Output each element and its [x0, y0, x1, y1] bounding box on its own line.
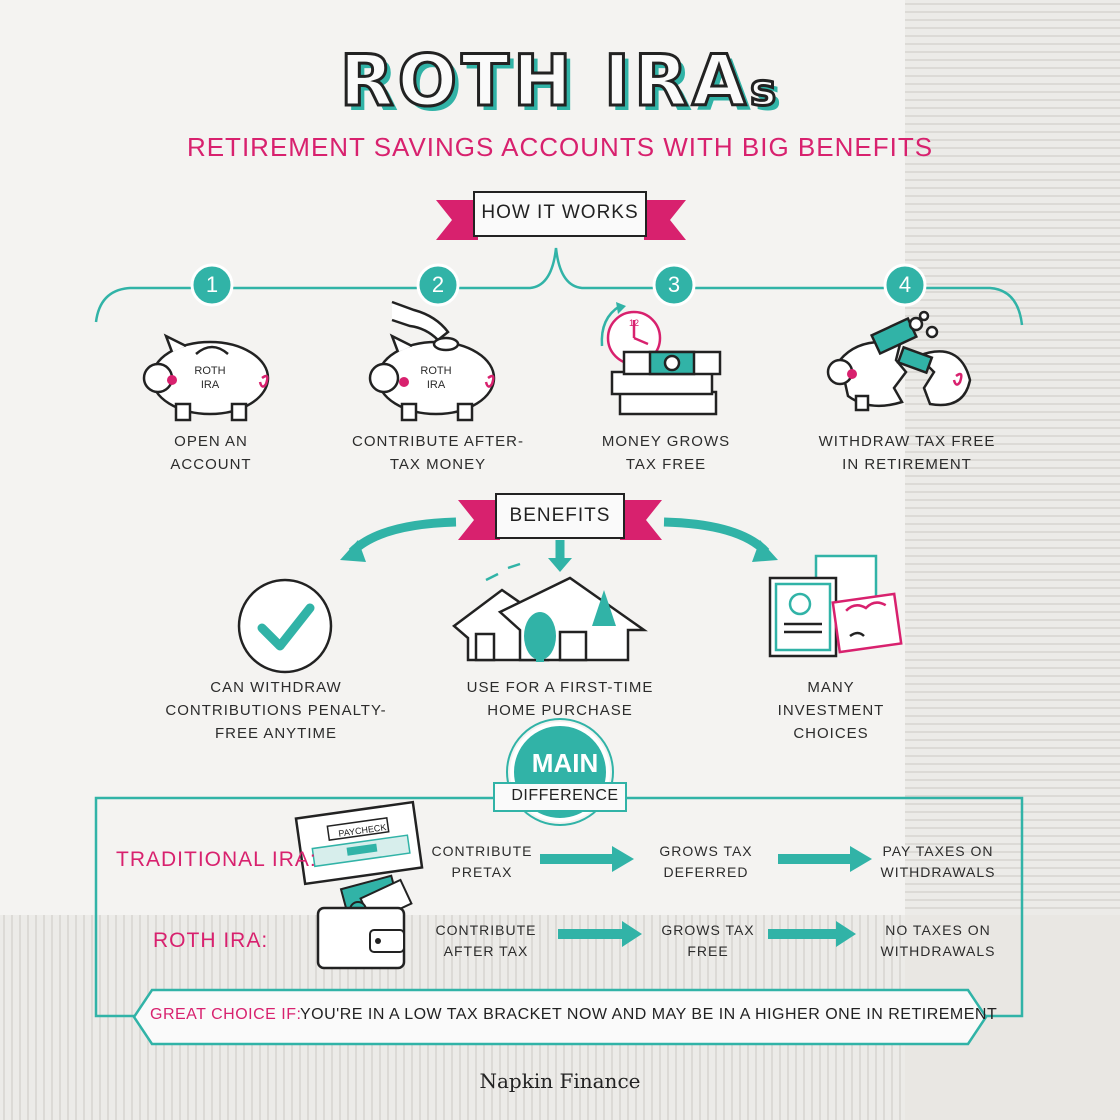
- roth-step-1: CONTRIBUTE AFTER TAX: [435, 922, 537, 959]
- traditional-ira-label: TRADITIONAL IRA:: [116, 848, 317, 871]
- how-it-works-banner: [436, 191, 686, 240]
- roth-step-3: NO TAXES ON WITHDRAWALS: [880, 922, 996, 959]
- step-number-4: 4: [898, 272, 912, 297]
- certificates-icon: [768, 554, 903, 658]
- benefit-label-3: MANY INVESTMENT CHOICES: [777, 679, 885, 742]
- roth-step-2: GROWS TAX FREE: [661, 922, 755, 959]
- piggy-bank-icon: [142, 333, 270, 422]
- step-number-2: 2: [431, 272, 445, 297]
- broken-piggy-bank-icon: [826, 310, 972, 412]
- page-title: ROTH IRAs: [338, 39, 781, 124]
- main-difference-box: [94, 718, 1024, 1018]
- great-choice-label: GREAT CHOICE IF:: [150, 1006, 302, 1023]
- step-number-3: 3: [667, 272, 681, 297]
- step-3-circle: [652, 263, 696, 307]
- traditional-arrows: [540, 846, 872, 872]
- how-it-works-title: HOW IT WORKS: [481, 202, 639, 223]
- step-4-circle: [883, 263, 927, 307]
- great-choice-text: YOU'RE IN A LOW TAX BRACKET NOW AND MAY …: [300, 1006, 998, 1023]
- roth-ira-label: ROTH IRA:: [153, 929, 269, 952]
- benefits-title: BENEFITS: [509, 505, 611, 526]
- step-1-circle: [190, 263, 234, 307]
- hand-coin-piggy-bank-icon: [368, 300, 496, 422]
- step-label-4: WITHDRAW TAX FREE IN RETIREMENT: [818, 433, 996, 473]
- main-difference-subtitle: DIFFERENCE: [511, 787, 619, 804]
- checkmark-circle-icon: [237, 578, 333, 674]
- step-2-circle: [416, 263, 460, 307]
- clock-text: 12: [628, 318, 639, 328]
- great-choice-frame: [132, 988, 988, 1046]
- benefit-label-2: USE FOR A FIRST-TIME HOME PURCHASE: [466, 679, 654, 719]
- step-label-2: CONTRIBUTE AFTER-TAX MONEY: [351, 433, 524, 473]
- main-difference-title: MAIN: [531, 748, 599, 778]
- brand-footer: Napkin Finance: [479, 1069, 641, 1093]
- page-subtitle: RETIREMENT SAVINGS ACCOUNTS WITH BIG BEN…: [186, 132, 934, 162]
- traditional-step-2: GROWS TAX DEFERRED: [659, 843, 753, 880]
- wallet-icon: [316, 874, 413, 970]
- roth-arrows: [558, 921, 856, 947]
- traditional-step-3: PAY TAXES ON WITHDRAWALS: [880, 843, 996, 880]
- benefits-banner: [458, 493, 662, 540]
- step-number-1: 1: [205, 272, 219, 297]
- money-stack-clock-icon: [600, 302, 722, 416]
- step-label-3: MONEY GROWS TAX FREE: [601, 433, 731, 473]
- benefit-label-1: CAN WITHDRAW CONTRIBUTIONS PENALTY-FREE …: [165, 679, 387, 742]
- traditional-step-1: CONTRIBUTE PRETAX: [431, 843, 533, 880]
- paycheck-icon: PAYCHECK: [294, 800, 424, 886]
- step-label-1: OPEN AN ACCOUNT: [170, 433, 252, 473]
- house-icon: [452, 562, 648, 662]
